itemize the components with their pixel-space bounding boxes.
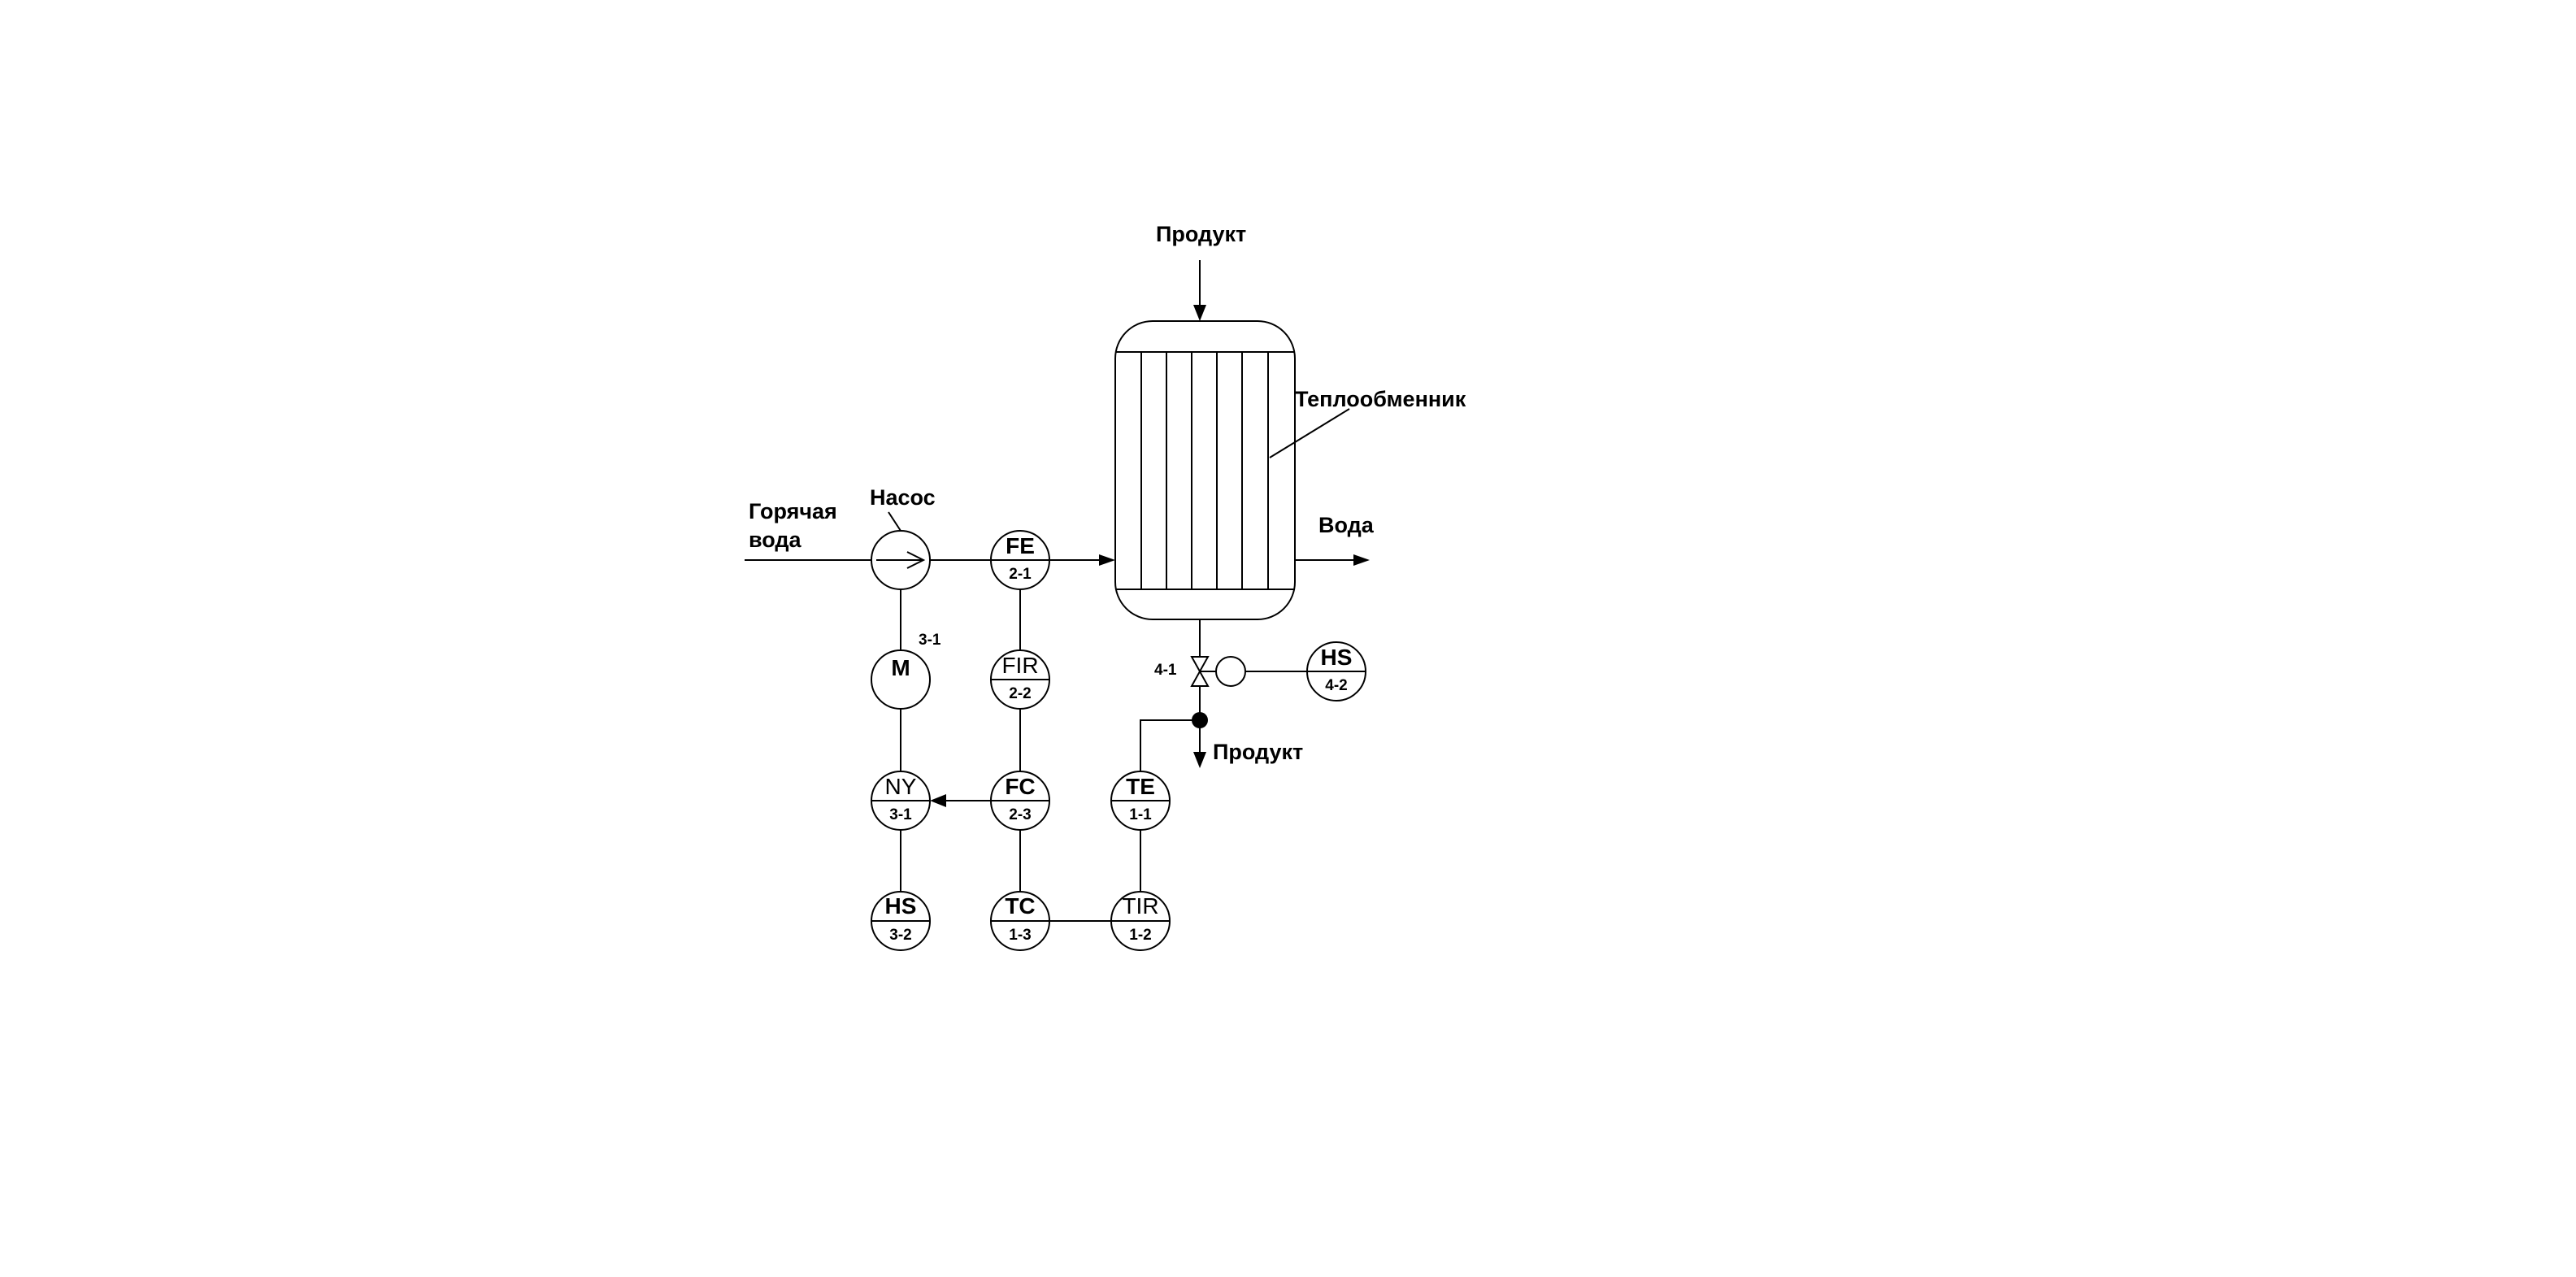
hs32-number: 3-2 bbox=[889, 927, 911, 944]
tir-number: 1-2 bbox=[1129, 927, 1151, 944]
valve-position: 4-1 bbox=[1154, 662, 1177, 679]
motor-m: M bbox=[871, 649, 931, 710]
instrument-tc-1-3: TC 1-3 bbox=[990, 891, 1050, 951]
heat-exchanger-label: Теплообменник bbox=[1295, 387, 1466, 411]
instrument-fc-2-3: FC 2-3 bbox=[990, 771, 1050, 831]
ny-tag: NY bbox=[885, 774, 917, 799]
instrument-hs-4-2: HS 4-2 bbox=[1306, 641, 1366, 701]
fc-number: 2-3 bbox=[1009, 806, 1031, 823]
hs42-number: 4-2 bbox=[1325, 677, 1347, 694]
te-number: 1-1 bbox=[1129, 806, 1152, 823]
tc-number: 1-3 bbox=[1009, 927, 1031, 944]
pump-arrow-head bbox=[906, 551, 926, 569]
instrument-fir-2-2: FIR 2-2 bbox=[990, 649, 1050, 710]
heat-exchanger-tubes bbox=[1140, 352, 1269, 589]
heat-exchanger-leader bbox=[1269, 408, 1350, 458]
instrument-fe-2-1: FE 2-1 bbox=[990, 530, 1050, 590]
tir-tag: TIR bbox=[1122, 893, 1158, 919]
valve-actuator bbox=[1215, 656, 1246, 687]
product-inlet-label: Продукт bbox=[1156, 222, 1246, 246]
fe-tag: FE bbox=[1006, 533, 1035, 558]
motor-position: 3-1 bbox=[919, 632, 941, 649]
main-line-arrow bbox=[1099, 554, 1115, 566]
hot-water-label-line1: Горячая bbox=[749, 499, 837, 523]
hs32-tag: HS bbox=[885, 893, 917, 919]
fc-tag: FC bbox=[1005, 774, 1035, 799]
heat-exchanger bbox=[1114, 320, 1350, 620]
fir-number: 2-2 bbox=[1009, 685, 1031, 702]
fc-ny-signal-arrow bbox=[930, 794, 946, 807]
instrument-hs-3-2: HS 3-2 bbox=[871, 891, 931, 951]
ny-number: 3-1 bbox=[889, 806, 912, 823]
pump bbox=[871, 530, 931, 590]
pump-leader bbox=[888, 511, 901, 532]
te-tag: TE bbox=[1126, 774, 1155, 799]
product-outlet-arrow bbox=[1193, 752, 1206, 768]
hs42-tag: HS bbox=[1321, 645, 1353, 670]
control-valve-4-1 bbox=[1190, 656, 1210, 687]
water-outlet-arrow bbox=[1353, 554, 1370, 566]
tc-tag: TC bbox=[1005, 893, 1035, 919]
sensor-junction-dot bbox=[1192, 712, 1208, 728]
water-outlet-label: Вода bbox=[1318, 513, 1375, 537]
instrument-tir-1-2: TIR 1-2 bbox=[1110, 891, 1171, 951]
instrument-ny-3-1: NY 3-1 bbox=[871, 771, 931, 831]
instrument-te-1-1: TE 1-1 bbox=[1110, 771, 1171, 831]
product-outlet-label: Продукт bbox=[1213, 740, 1303, 764]
motor-tag: M bbox=[891, 655, 910, 680]
te-sensor-line bbox=[1140, 719, 1200, 771]
product-inlet-arrow bbox=[1193, 305, 1206, 321]
fir-tag: FIR bbox=[1001, 653, 1038, 678]
pump-label: Насос bbox=[870, 485, 936, 510]
hot-water-label-line2: вода bbox=[749, 528, 802, 552]
fe-number: 2-1 bbox=[1009, 566, 1032, 583]
